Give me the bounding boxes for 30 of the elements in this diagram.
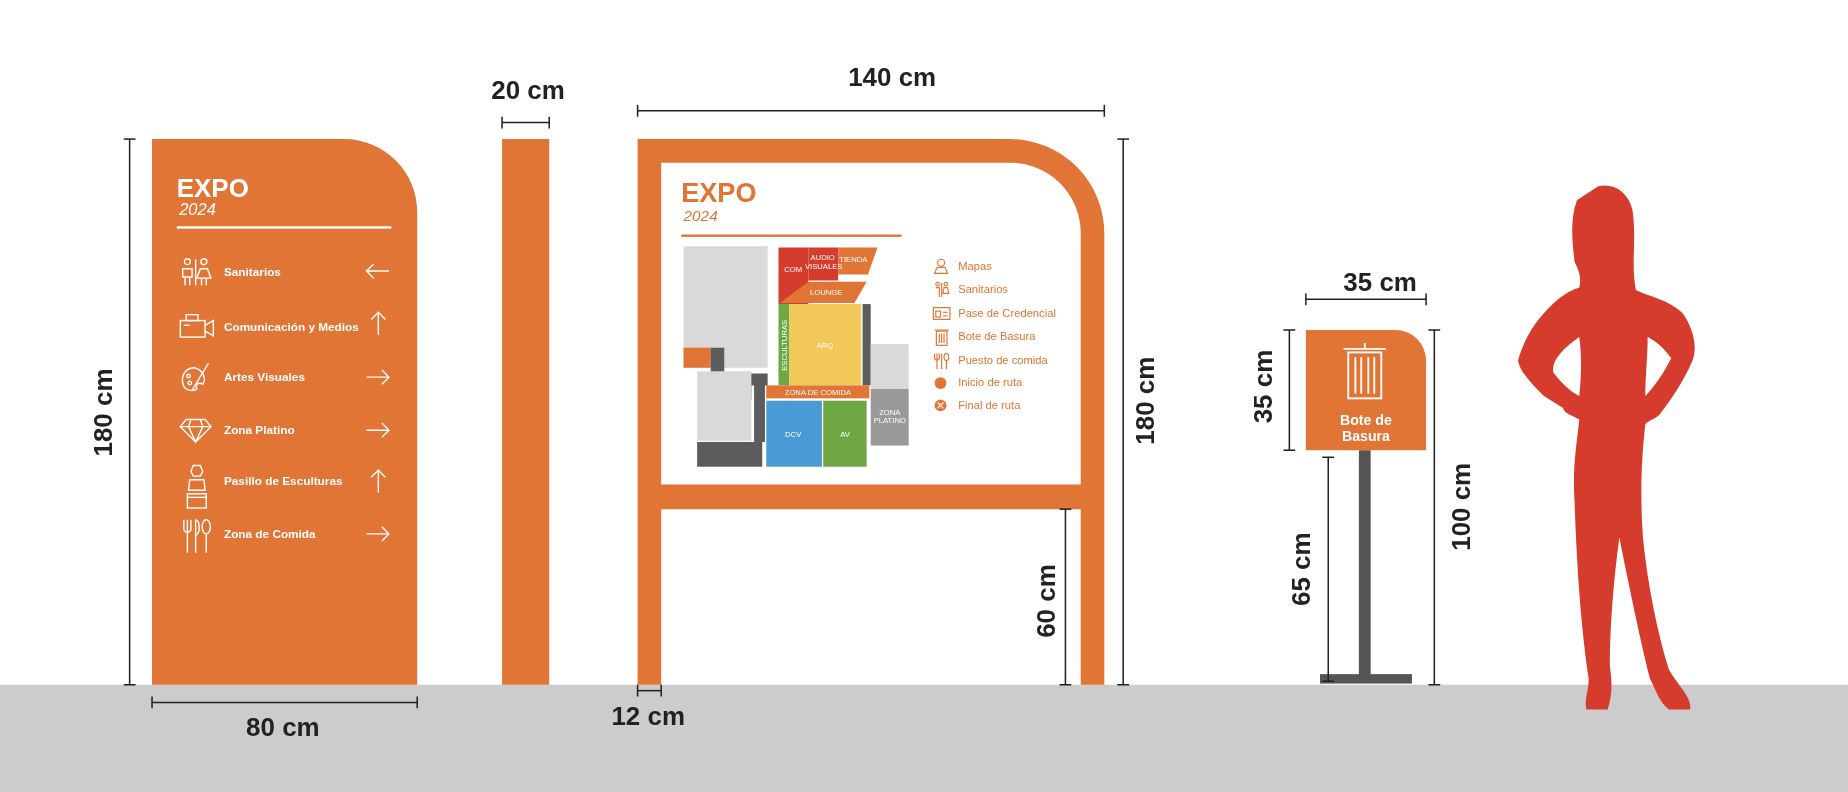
sign-text: Bote de Basura — [1339, 413, 1393, 445]
legend-text: Puesto de comida — [958, 354, 1048, 367]
dimension-label: 65 cm — [1288, 532, 1317, 606]
sign-year: 2024 — [683, 208, 718, 226]
destination-text: Zona Platino — [223, 423, 295, 437]
sign-title: EXPO — [176, 174, 249, 203]
dimension-label: 60 cm — [1032, 564, 1061, 638]
dimension-label: 180 cm — [89, 368, 118, 457]
legend-text: Bote de Basura — [958, 330, 1036, 344]
destination-text: Artes Visuales — [223, 370, 305, 384]
destination-text: Pasillo de Esculturas — [223, 474, 343, 488]
legend-text: Pase de Credencial — [958, 307, 1056, 320]
dimension-label: 80 cm — [246, 714, 320, 743]
destination-text: Sanitarios — [223, 265, 281, 279]
legend-text: Sanitarios — [958, 283, 1008, 297]
destination-text: Zona de Comida — [223, 527, 316, 541]
dimension-label: 12 cm — [611, 702, 685, 731]
totem-side-view — [502, 139, 550, 685]
dimension-label: 35 cm — [1249, 349, 1278, 424]
dimension-label: 20 cm — [491, 76, 565, 105]
dimension-label: 180 cm — [1131, 356, 1160, 445]
dimension-label: 140 cm — [848, 63, 937, 93]
legend-text: Inicio de ruta — [958, 376, 1023, 390]
sign-title: EXPO — [681, 178, 757, 209]
destination-text: Comunicación y Medios — [223, 320, 359, 333]
legend-text: Final de ruta — [958, 399, 1021, 412]
dimension-label: 100 cm — [1447, 462, 1476, 551]
sign-year: 2024 — [179, 200, 216, 219]
dimension-label: 35 cm — [1343, 268, 1417, 298]
legend-text: Mapas — [958, 260, 992, 273]
